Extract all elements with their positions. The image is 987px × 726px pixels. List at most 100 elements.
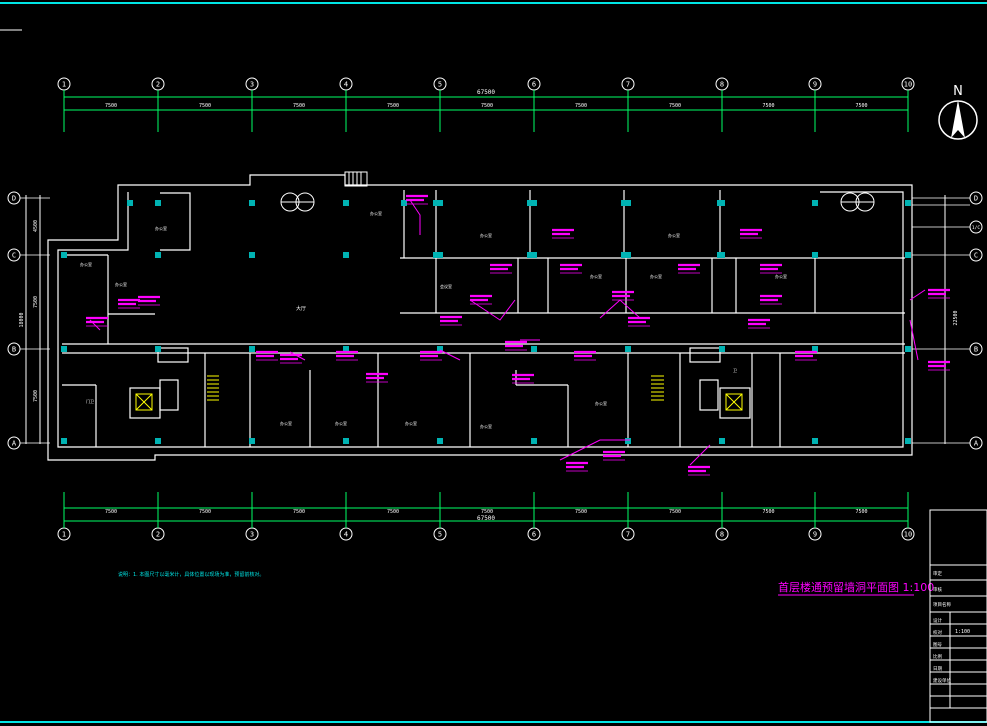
svg-text:B: B	[12, 346, 16, 354]
opening-tag	[512, 373, 534, 384]
svg-text:办公室: 办公室	[668, 232, 680, 238]
opening-tag	[406, 194, 428, 205]
opening-tag	[280, 353, 302, 364]
axis-label-2: 2	[156, 81, 160, 89]
axis-bubble-6: 6	[527, 77, 541, 132]
column	[343, 252, 349, 258]
svg-text:A: A	[974, 440, 979, 448]
axis-label-6: 6	[532, 81, 536, 89]
opening-tag	[256, 350, 278, 361]
opening-tag	[928, 360, 950, 371]
axis-label-8: 8	[720, 531, 724, 539]
title-block-row: 建设单位	[933, 677, 951, 684]
title-block-row: 图号	[933, 642, 942, 648]
magenta-leader-lines	[89, 199, 926, 466]
axis-label-3: 3	[250, 81, 254, 89]
drawing-note: 说明：1. 本图尺寸以毫米计，具体位置以现场为准，预留前核对。	[118, 571, 264, 578]
column	[905, 346, 911, 352]
axis-label-10: 10	[904, 81, 912, 89]
axis-bubble-1: 1	[57, 77, 71, 132]
bottom-overall-dimension: 67500	[477, 515, 495, 522]
column	[249, 438, 255, 444]
column	[61, 252, 67, 258]
axis-label-9: 9	[813, 81, 817, 89]
column	[905, 438, 911, 444]
opening-tag	[603, 450, 625, 461]
center-label: 大厅	[296, 305, 306, 312]
revolving-door-1	[280, 192, 315, 212]
opening-tag	[566, 461, 588, 472]
axis-bubble-9: 9	[808, 77, 822, 132]
axis-bubble-7: 7	[621, 492, 635, 541]
axis-label-8: 8	[720, 81, 724, 89]
axis-bubble-10: 10	[901, 77, 915, 132]
column	[812, 252, 818, 258]
title-block-row: 校对	[933, 629, 942, 636]
bottom-bay-dimension: 7500	[669, 509, 681, 515]
title-block-row: 日期	[933, 666, 942, 672]
column	[343, 346, 349, 352]
column	[812, 438, 818, 444]
opening-tag	[138, 295, 160, 306]
svg-text:办公室: 办公室	[80, 261, 92, 267]
axis-label-7: 7	[626, 531, 630, 539]
column	[155, 438, 161, 444]
svg-text:办公室: 办公室	[650, 273, 662, 279]
opening-tag	[760, 294, 782, 305]
title-block-row: 比例	[933, 653, 942, 660]
right-dim: 22500	[953, 310, 959, 325]
axis-bubble-5: 5	[433, 77, 447, 132]
axis-bubble-4: 4	[339, 77, 353, 132]
axis-label-10: 10	[904, 531, 912, 539]
axis-bubble-6: 6	[527, 492, 541, 541]
drawing-title: 首层楼通预留墙洞平面图 1:100	[778, 580, 934, 596]
north-label: N	[953, 84, 963, 99]
opening-tag	[688, 465, 710, 476]
title-block-row: 设计	[933, 617, 942, 624]
opening-tag	[628, 316, 650, 327]
column	[249, 200, 255, 206]
opening-tag	[740, 228, 762, 239]
axis-bubble-10: 10	[901, 492, 915, 541]
opening-tag	[86, 316, 108, 327]
column	[61, 438, 67, 444]
column	[625, 200, 631, 206]
axis-label-1: 1	[62, 81, 66, 89]
axis-bubble-4: 4	[339, 492, 353, 541]
svg-text:首层楼通预留墙洞平面图 1:100: 首层楼通预留墙洞平面图 1:100	[778, 580, 934, 594]
axis-label-5: 5	[438, 531, 442, 539]
svg-text:办公室: 办公室	[155, 225, 167, 231]
svg-text:办公室: 办公室	[405, 420, 417, 426]
opening-tag	[336, 350, 358, 361]
column	[531, 252, 537, 258]
svg-text:办公室: 办公室	[480, 232, 492, 238]
column	[719, 346, 725, 352]
row-axis-right-extra: 1/C	[912, 204, 983, 234]
axis-bubble-2: 2	[151, 492, 165, 541]
column	[531, 200, 537, 206]
wall-opening-annotations	[86, 194, 950, 476]
top-bay-dimension: 7500	[575, 103, 587, 109]
column	[625, 252, 631, 258]
axis-label-3: 3	[250, 531, 254, 539]
column	[625, 438, 631, 444]
svg-text:D: D	[12, 195, 16, 203]
bottom-bay-dimension: 7500	[855, 509, 867, 515]
svg-text:办公室: 办公室	[335, 420, 347, 426]
opening-tag	[560, 263, 582, 274]
row-axis-right-C: C	[912, 248, 983, 262]
opening-tag	[490, 263, 512, 274]
bottom-bay-dimension: 7500	[762, 509, 774, 515]
svg-text:B: B	[974, 346, 978, 354]
column	[905, 200, 911, 206]
svg-text:C: C	[974, 252, 978, 260]
row-axis-right-B: B	[912, 342, 983, 356]
column	[812, 200, 818, 206]
structural-columns	[61, 200, 911, 444]
opening-tag	[612, 290, 634, 301]
stair-left	[207, 375, 219, 401]
column	[719, 438, 725, 444]
bottom-bay-dimension: 7500	[293, 509, 305, 515]
left-vertical-dimension: 4500 7500 18000 7500	[19, 195, 41, 444]
